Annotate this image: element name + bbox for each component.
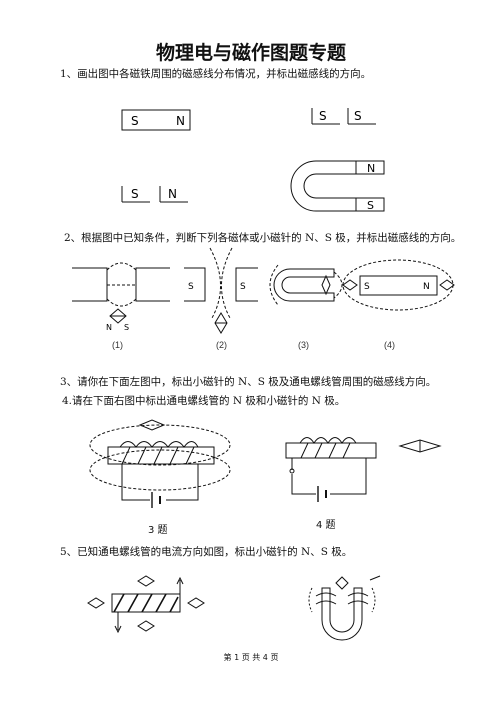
- pole-label: S: [354, 109, 362, 123]
- bar-magnet-sn: S N: [121, 109, 191, 131]
- pole-label: S: [319, 109, 327, 123]
- q2-figure-3: [269, 264, 343, 306]
- question-3-text: 3、请你在下面左图中，标出小磁针的 N、S 极及通电螺线管周围的磁感线方向。: [60, 376, 437, 388]
- q2-figure-2: S S: [184, 247, 258, 334]
- pole-label: S: [364, 282, 370, 292]
- pole-label: N: [367, 162, 375, 175]
- question-4-text: 4.请在下面右图中标出通电螺线管的 N 极和小磁针的 N 极。: [62, 395, 346, 407]
- caption-q4: 4 题: [316, 520, 336, 531]
- u-magnet: N S: [290, 160, 385, 212]
- q5-u-core-right: [308, 575, 381, 641]
- pole-label: S: [188, 282, 194, 292]
- page-title: 物理电与磁作图题专题: [155, 42, 346, 64]
- q3-solenoid-figure: [89, 419, 231, 508]
- sub-label-3: (3): [298, 340, 309, 350]
- needle-label: S: [124, 323, 129, 332]
- q2-figure-1: N S: [72, 262, 170, 332]
- question-5-text: 5、已知通电螺线管的电流方向如图，标出小磁针的 N、S 极。: [60, 546, 353, 558]
- pole-label: S: [131, 114, 139, 128]
- sub-label-4: (4): [384, 340, 395, 350]
- pole-label: S: [131, 187, 139, 201]
- q5-solenoid-left: [87, 575, 205, 634]
- question-1-text: 1、画出图中各磁铁周围的磁感线分布情况，并标出磁感线的方向。: [60, 68, 372, 80]
- sub-label-2: (2): [216, 340, 227, 350]
- page-footer: 第 1 页 共 4 页: [223, 653, 279, 662]
- pole-label: S: [367, 199, 374, 212]
- sub-label-1: (1): [112, 340, 123, 350]
- two-bar-magnets-ss: S S: [311, 108, 376, 125]
- q2-figure-4: S N: [342, 259, 455, 311]
- pole-label: N: [423, 282, 430, 292]
- pole-label: S: [240, 282, 246, 292]
- pole-label: N: [176, 114, 185, 128]
- question-2-text: 2、根据图中已知条件，判断下列各磁体或小磁针的 N、S 极，并标出磁感线的方向。: [64, 232, 462, 244]
- two-bar-magnets-sn: S N: [121, 186, 188, 203]
- pole-label: N: [168, 187, 177, 201]
- q4-solenoid-figure: [285, 437, 442, 502]
- needle-label: N: [106, 323, 112, 332]
- caption-q3: 3 题: [148, 525, 168, 536]
